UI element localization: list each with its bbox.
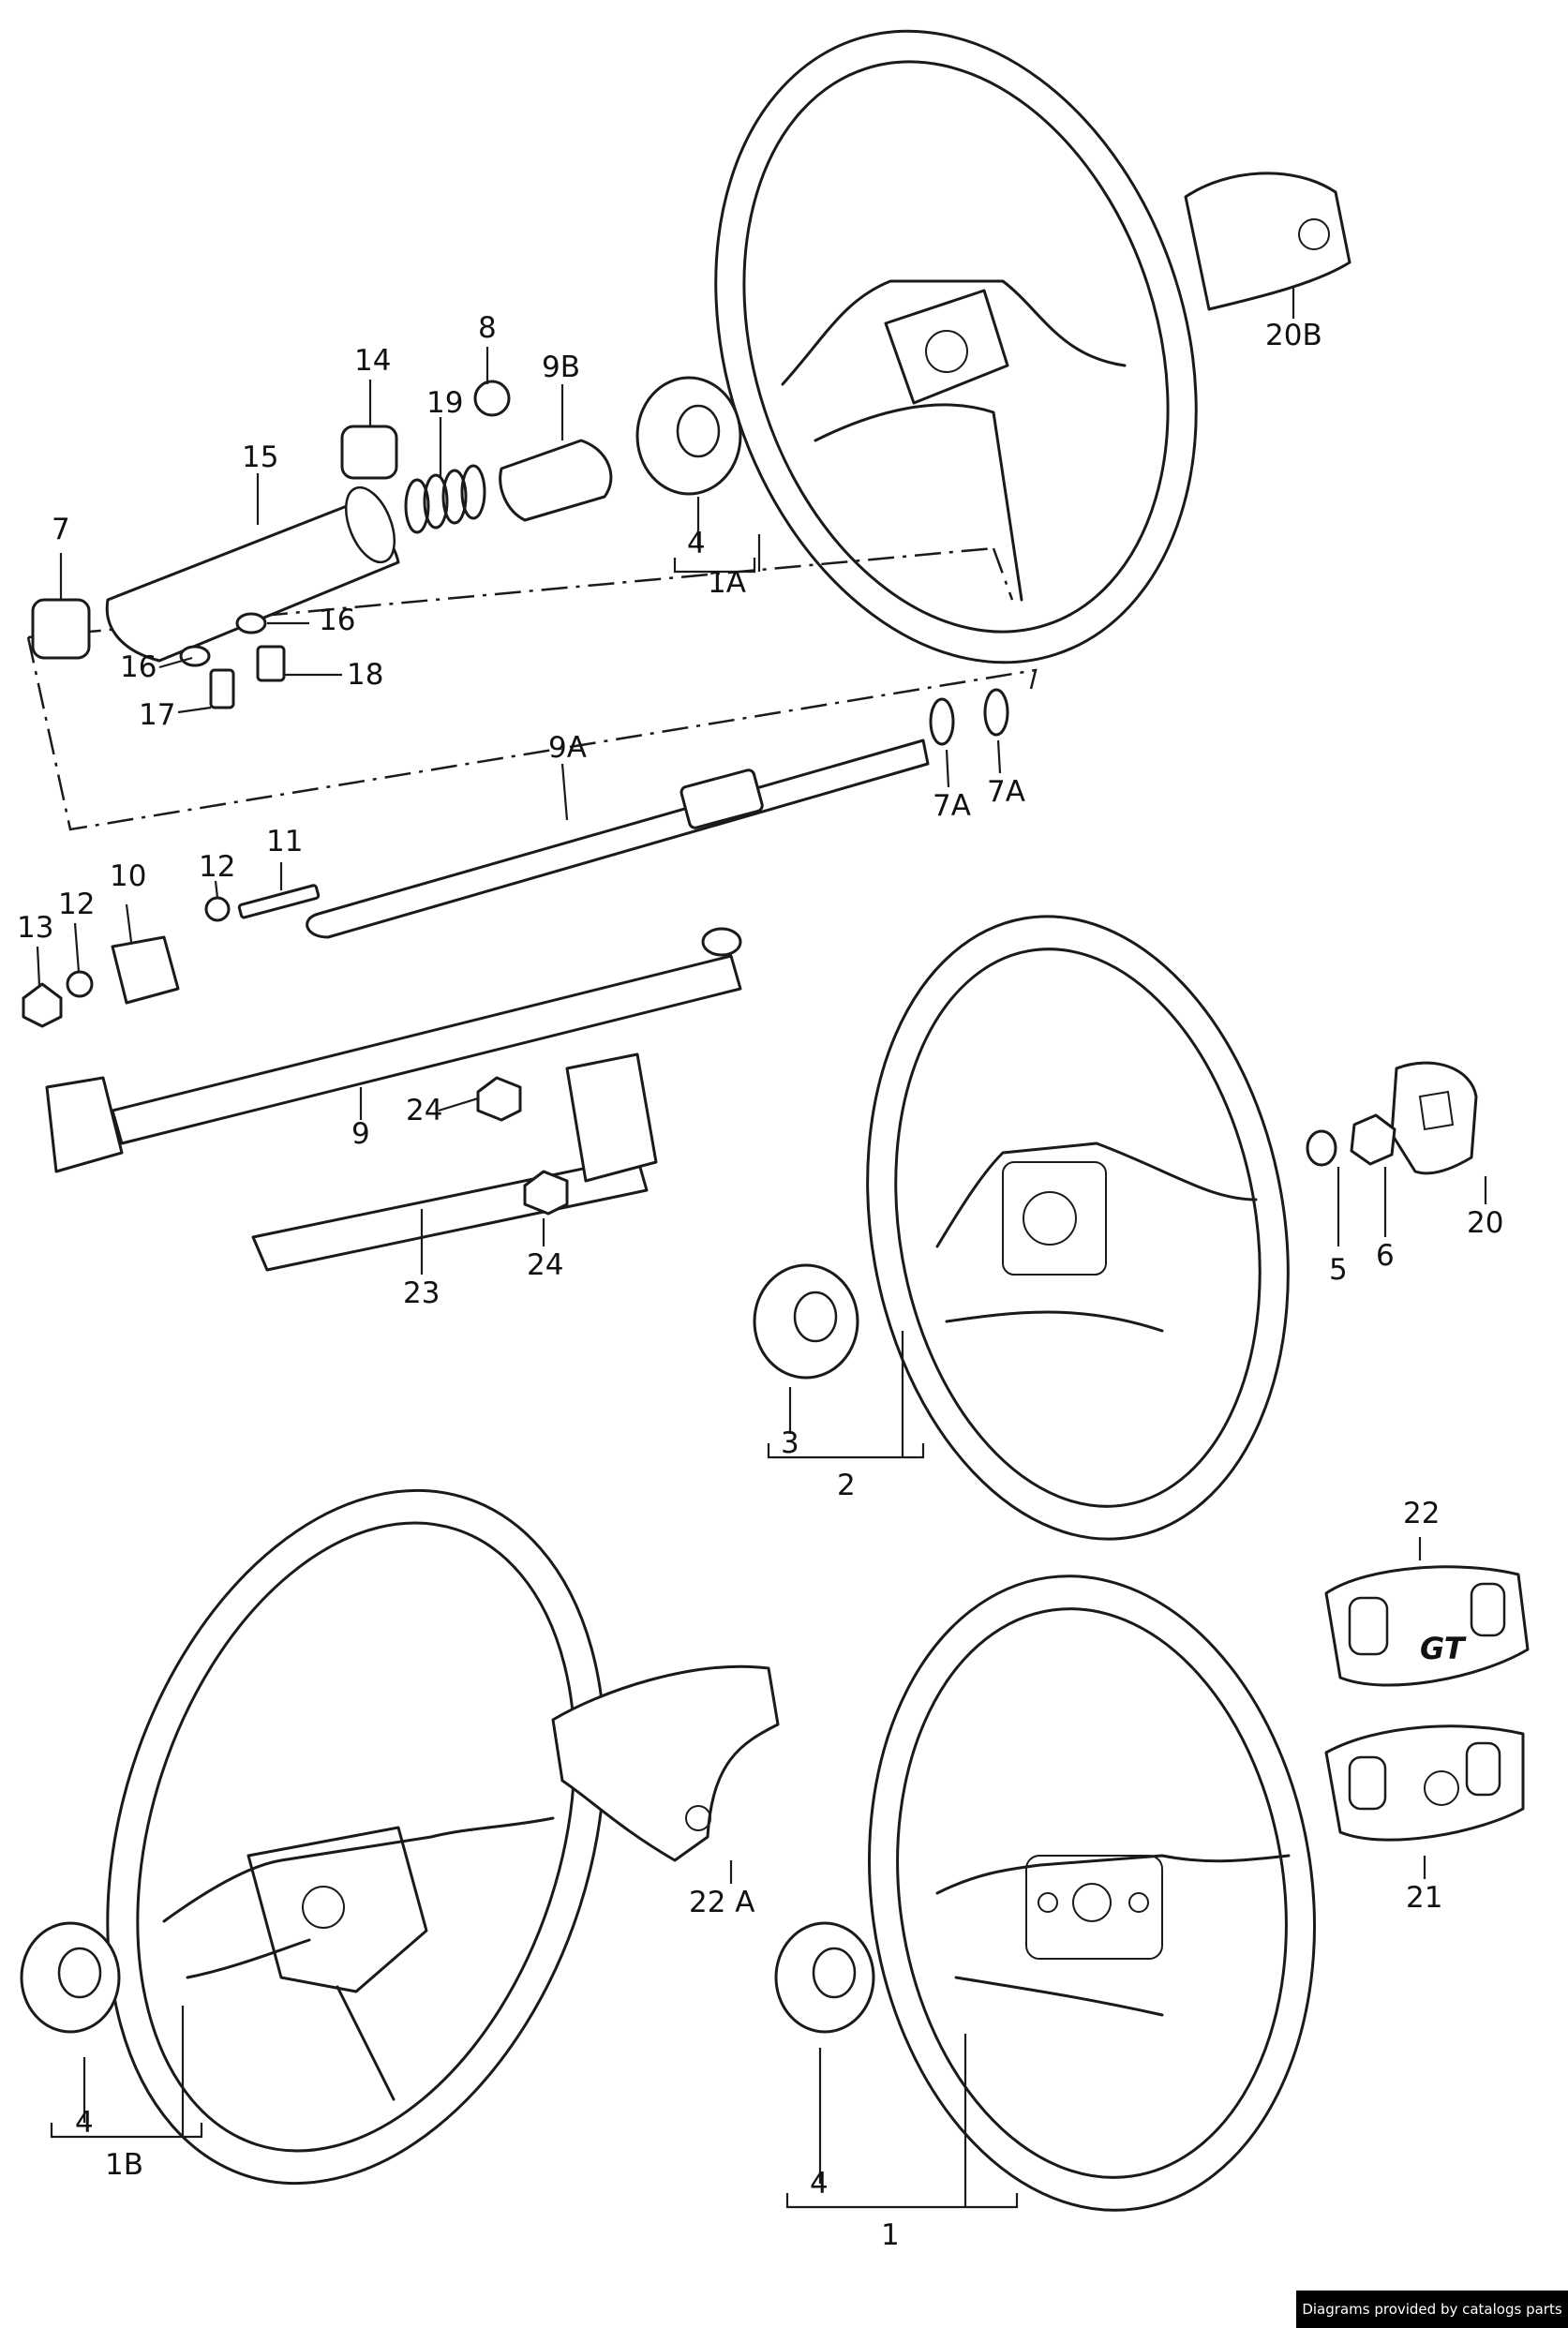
diagram-credit: Diagrams provided by catalogs parts <box>1296 2291 1568 2328</box>
label-20: 20 <box>1467 1206 1503 1240</box>
vw-logo-icon <box>685 1805 711 1831</box>
label-13: 13 <box>17 911 53 945</box>
label-8: 8 <box>478 311 497 345</box>
label-24a: 24 <box>406 1094 442 1127</box>
label-1: 1 <box>881 2218 900 2252</box>
shaft-9a <box>306 688 1009 939</box>
label-24b: 24 <box>527 1248 563 1282</box>
label-11: 11 <box>266 825 303 858</box>
spring-19 <box>404 464 486 534</box>
label-12a: 12 <box>199 850 235 884</box>
label-22: 22 <box>1403 1497 1440 1530</box>
label-15: 15 <box>242 440 278 474</box>
label-12b: 12 <box>58 888 95 921</box>
label-16a: 16 <box>319 604 355 637</box>
column-tube-15 <box>105 485 400 663</box>
bushing-14 <box>340 425 398 480</box>
label-21: 21 <box>1406 1881 1442 1915</box>
hub-4-lower-right <box>774 1921 875 2034</box>
horn-pad-21 <box>1324 1724 1525 1842</box>
steering-wheel-1a <box>714 29 1198 664</box>
label-17: 17 <box>139 698 175 732</box>
vw-logo-icon <box>1298 218 1330 250</box>
label-4a: 4 <box>687 527 706 560</box>
part-labels: 7 14 8 19 9B 15 4 1A 20B 16 16 18 17 9A … <box>17 311 1503 2252</box>
ring-8 <box>473 380 511 417</box>
label-4b: 4 <box>75 2106 94 2140</box>
label-7a-2: 7A <box>987 775 1025 809</box>
label-22a: 22 A <box>689 1886 755 1919</box>
horn-pad-22a <box>551 1664 780 1862</box>
steering-wheel-2 <box>866 915 1290 1541</box>
steering-wheel-1 <box>868 1574 1316 2212</box>
emblem-icon <box>1418 1090 1455 1131</box>
label-6: 6 <box>1376 1239 1395 1273</box>
label-16b: 16 <box>120 650 157 684</box>
horn-pad-20 <box>1390 1061 1478 1175</box>
label-19: 19 <box>426 386 463 420</box>
clamp-group-10-13 <box>22 884 321 1028</box>
shaft-23 <box>251 1052 658 1272</box>
vw-logo-icon <box>1424 1770 1459 1806</box>
hub-3 <box>753 1263 859 1380</box>
leader-lines <box>36 286 1487 2209</box>
label-9a: 9A <box>548 731 587 765</box>
label-7: 7 <box>52 513 70 546</box>
label-14: 14 <box>354 344 391 378</box>
horn-pad-20b <box>1184 172 1351 311</box>
label-3: 3 <box>781 1426 799 1460</box>
nut-washer-5-6 <box>1306 1113 1396 1167</box>
label-2: 2 <box>837 1469 856 1502</box>
label-1a: 1A <box>708 566 746 600</box>
horn-pad-22: GT <box>1324 1565 1530 1687</box>
label-9b: 9B <box>542 351 580 384</box>
bushing-7 <box>31 598 91 660</box>
label-18: 18 <box>347 658 383 692</box>
sleeve-9b <box>499 439 613 522</box>
label-23: 23 <box>403 1276 440 1310</box>
label-9: 9 <box>351 1117 370 1151</box>
shaft-9 <box>45 927 742 1173</box>
hub-4-upper <box>635 376 742 496</box>
label-20b: 20B <box>1265 319 1322 352</box>
label-4c: 4 <box>810 2167 829 2201</box>
steering-wheel-1b <box>106 1488 606 2186</box>
gt-badge: GT <box>1420 1631 1467 1666</box>
label-10: 10 <box>110 859 146 893</box>
hub-4-lower-left <box>20 1921 121 2034</box>
label-5: 5 <box>1329 1253 1348 1287</box>
screws-16-17-18 <box>179 612 286 709</box>
label-1b: 1B <box>105 2148 143 2182</box>
label-7a-1: 7A <box>933 789 971 823</box>
